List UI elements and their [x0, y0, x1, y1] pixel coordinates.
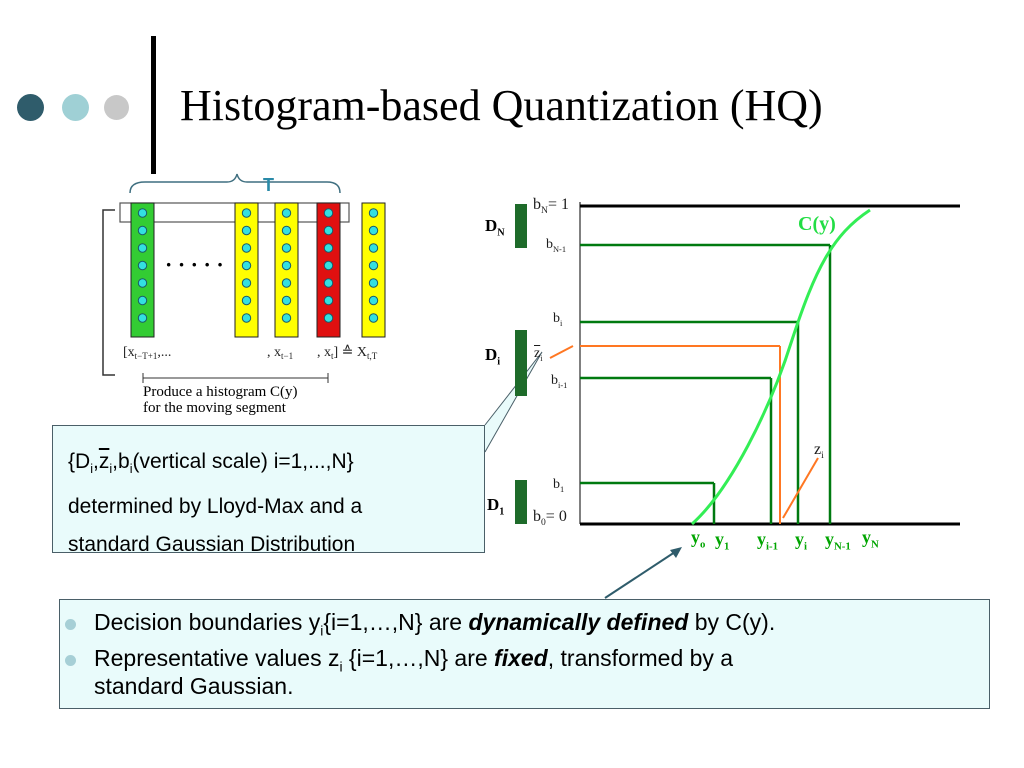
column-bead — [368, 225, 379, 236]
callout-line-1: {Di,zi,bi(vertical scale) i=1,...,N} — [68, 450, 354, 477]
histogram-caption: Produce a histogram C(y) for the moving … — [143, 384, 298, 416]
callout-box — [52, 425, 485, 553]
column-bead — [241, 225, 252, 236]
column-bead — [281, 243, 292, 253]
label-yn: yN — [862, 527, 879, 551]
seq-left-label: [xt−T+1,... — [123, 345, 171, 361]
column-bead — [281, 278, 292, 288]
column-bead — [323, 225, 334, 236]
column-bead — [323, 243, 334, 253]
callout-line-3: standard Gaussian Distribution — [68, 533, 356, 557]
column-bead — [241, 243, 252, 253]
column-bead — [368, 243, 379, 253]
column-bead — [137, 313, 148, 323]
slide-title: Histogram-based Quantization (HQ) — [180, 81, 823, 130]
label-b0: b0= 0 — [533, 508, 567, 529]
cdf-curve — [690, 208, 871, 526]
column-bead — [137, 225, 148, 236]
column-bead — [137, 295, 148, 306]
column-beads — [137, 208, 379, 323]
header-dot-gray — [104, 95, 129, 120]
column-bead — [137, 208, 148, 218]
seq-right-label: , xt] ≙ Xt,T — [317, 344, 378, 361]
column-bead — [241, 260, 252, 271]
label-b1: b1 — [553, 477, 565, 494]
t-label: T — [263, 175, 274, 195]
column-bead — [241, 313, 252, 323]
column-ellipsis: · · · · · — [165, 252, 224, 277]
column-bead — [241, 295, 252, 306]
label-bi1: bi-1 — [551, 373, 568, 390]
curve-label: C(y) — [798, 213, 836, 235]
column-bead — [323, 208, 334, 218]
callout-text: {Di,zi,bi(vertical scale) i=1,...,N} det… — [68, 443, 362, 564]
label-zi: zi — [814, 441, 824, 462]
column-bead — [368, 278, 379, 288]
t-brace — [129, 173, 341, 194]
column-bead — [323, 260, 334, 271]
column-bead — [281, 313, 292, 323]
label-y0: yo — [691, 527, 706, 551]
label-dn: DN — [485, 216, 505, 239]
column-bead — [368, 208, 379, 218]
quantization-graph: C(y) — [515, 202, 960, 526]
bullet-1: Decision boundaries yi{i=1,…,N} are dyna… — [94, 609, 776, 639]
label-bn1: bN-1 — [546, 237, 567, 254]
label-di: Di — [485, 345, 501, 368]
bullet-2: Representative values zi {i=1,…,N} are f… — [94, 645, 734, 675]
header-dot-dark — [17, 94, 44, 121]
bullet-marker-2 — [65, 655, 76, 666]
bullet-box — [59, 599, 990, 709]
callout-connector — [484, 351, 543, 453]
arrow-to-y-axis — [604, 547, 682, 599]
bullet-2-continued: standard Gaussian. — [94, 673, 294, 699]
column-bead — [137, 260, 148, 271]
label-bi: bi — [553, 311, 563, 328]
left-bracket — [102, 209, 115, 376]
header-dot-light — [62, 94, 89, 121]
bullet-marker-1 — [65, 619, 76, 630]
seq-mid-label: , xt−1 — [267, 345, 293, 361]
di-bar — [515, 330, 527, 396]
label-y1: y1 — [715, 529, 730, 553]
column-bead — [137, 243, 148, 253]
column-bead — [241, 278, 252, 288]
zi-pointer — [782, 457, 819, 519]
label-zi-bar: zi — [534, 346, 543, 363]
title-divider-bar — [151, 36, 156, 174]
d1-bar — [515, 480, 527, 524]
column-bead — [323, 295, 334, 306]
column-bead — [368, 313, 379, 323]
column-bead — [281, 208, 292, 218]
label-yi: yi — [795, 529, 807, 553]
label-d1: D1 — [487, 495, 505, 518]
dn-bar — [515, 204, 527, 248]
label-yn1: yN-1 — [825, 529, 851, 553]
column-bead — [323, 313, 334, 323]
column-bead — [368, 260, 379, 271]
column-bead — [241, 208, 252, 218]
column-bead — [281, 295, 292, 306]
label-yi1: yi-1 — [757, 529, 778, 553]
column-bead — [281, 260, 292, 271]
moving-segment-diagram: · · · · · T [xt−T+1,... , xt−1 , xt] ≙ X… — [102, 173, 386, 383]
column-bead — [137, 278, 148, 288]
zi-bar-pointer — [549, 345, 574, 359]
column-bead — [323, 278, 334, 288]
label-bn: bN= 1 — [533, 196, 569, 217]
column-bead — [281, 225, 292, 236]
column-bead — [368, 295, 379, 306]
callout-line-2: determined by Lloyd-Max and a — [68, 495, 363, 519]
